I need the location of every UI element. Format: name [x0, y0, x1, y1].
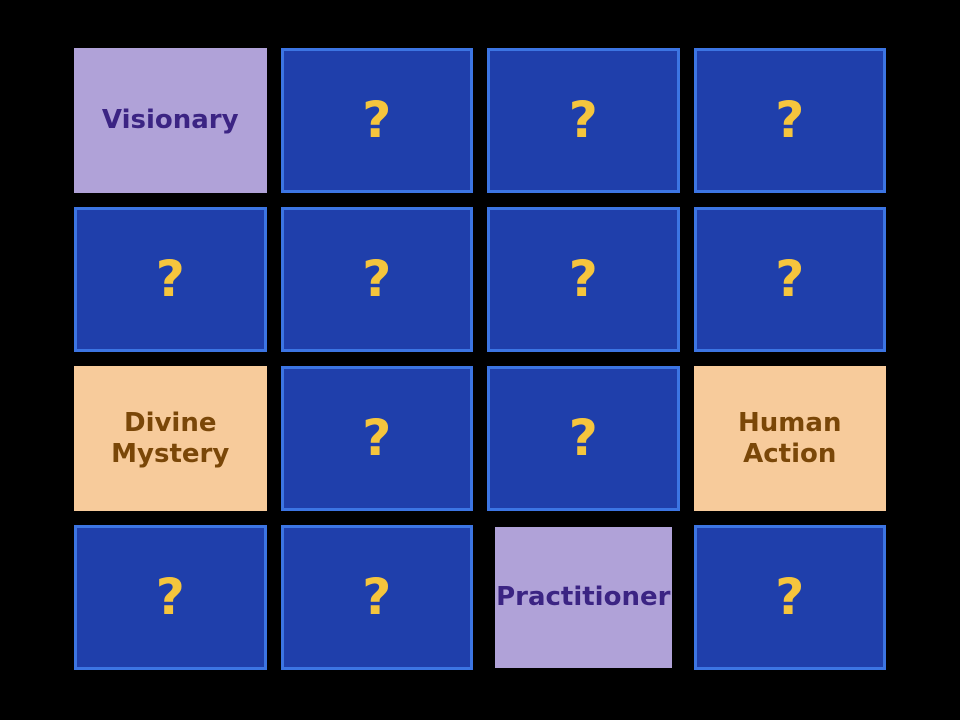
question-mark-icon: ? [775, 567, 805, 626]
question-mark-icon: ? [568, 249, 598, 308]
card-face-down[interactable]: ? [693, 207, 886, 352]
question-mark-icon: ? [568, 408, 598, 467]
card-face-down[interactable]: ? [280, 366, 473, 511]
card-face-up[interactable]: Practitioner [495, 527, 672, 668]
card-face-down[interactable]: ? [487, 48, 680, 193]
card-face-down[interactable]: ? [693, 48, 886, 193]
question-mark-icon: ? [362, 90, 392, 149]
question-mark-icon: ? [362, 249, 392, 308]
card-face-down[interactable]: ? [280, 525, 473, 670]
question-mark-icon: ? [155, 249, 185, 308]
card-face-down[interactable]: ? [280, 207, 473, 352]
card-face-down[interactable]: ? [74, 207, 267, 352]
question-mark-icon: ? [568, 90, 598, 149]
question-mark-icon: ? [775, 90, 805, 149]
card-label: Practitioner [496, 582, 671, 613]
question-mark-icon: ? [362, 567, 392, 626]
question-mark-icon: ? [775, 249, 805, 308]
card-face-down[interactable]: ? [74, 525, 267, 670]
question-mark-icon: ? [362, 408, 392, 467]
question-mark-icon: ? [155, 567, 185, 626]
card-face-down[interactable]: ? [693, 525, 886, 670]
card-label: Visionary [101, 105, 239, 136]
card-face-up[interactable]: Visionary [74, 48, 267, 193]
card-face-down[interactable]: ? [487, 366, 680, 511]
card-face-down[interactable]: ? [487, 207, 680, 352]
card-face-down[interactable]: ? [280, 48, 473, 193]
